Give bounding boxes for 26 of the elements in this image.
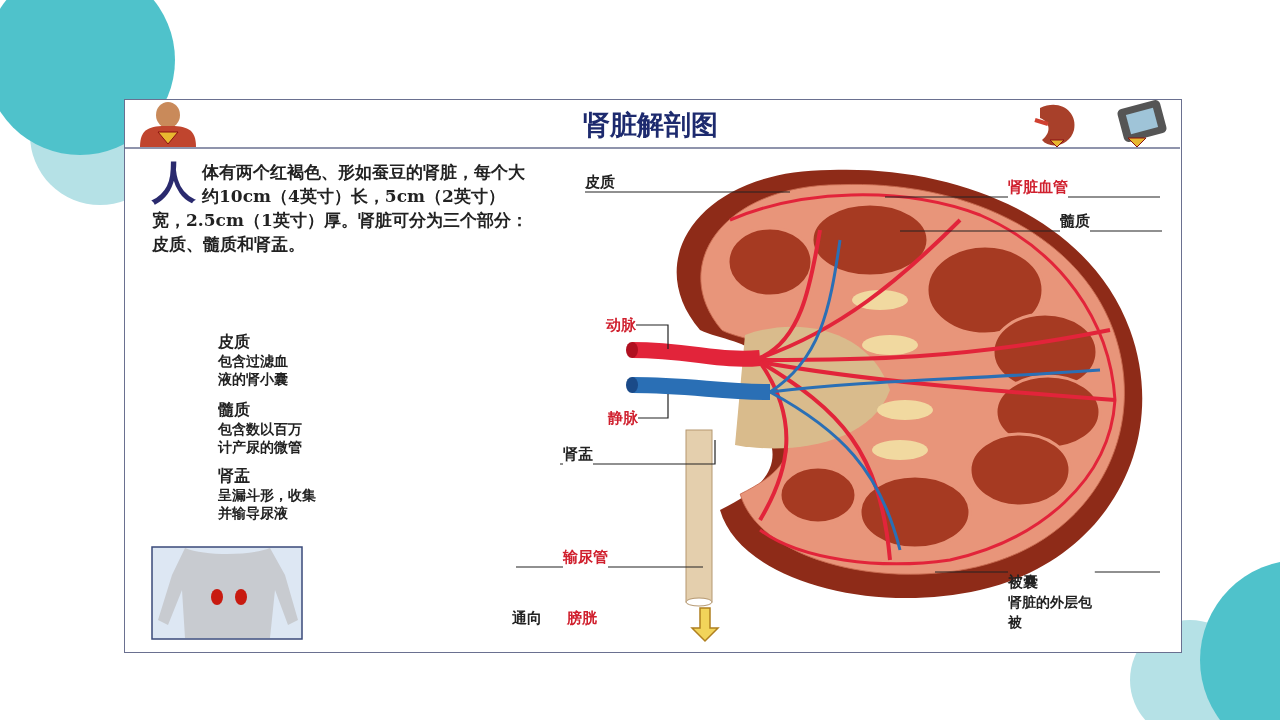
- description-paragraph: 人体有两个红褐色、形如蚕豆的肾脏，每个大约10cm（4英寸）长，5cm（2英寸）宽，2.5cm（1英寸）厚。肾脏可分为三个部分：皮质、髓质和肾盂。: [152, 160, 529, 256]
- leader-line: [635, 324, 669, 350]
- section-description: 包含数以百万计产尿的微管: [218, 420, 303, 456]
- leader-line: [934, 571, 1161, 573]
- part-label: 肾盂: [563, 444, 593, 464]
- flow-note: 膀胱: [567, 608, 597, 628]
- leader-line: [559, 439, 716, 465]
- part-label: 被囊: [1008, 572, 1039, 592]
- flow-note: 通向: [512, 608, 542, 628]
- section-description: 呈漏斗形，收集并输导尿液: [218, 486, 317, 522]
- part-label: 静脉: [608, 408, 638, 428]
- leader-line: [584, 191, 791, 193]
- part-label: 动脉: [606, 315, 636, 335]
- leader-line: [884, 196, 1161, 198]
- part-label: 输尿管: [563, 547, 608, 567]
- leader-line: [515, 566, 704, 568]
- diagram-title: 肾脏解剖图: [581, 108, 719, 142]
- section-heading: 髓质: [218, 400, 251, 420]
- part-description: 肾脏的外层包被: [1008, 593, 1093, 632]
- part-label: 肾脏血管: [1008, 177, 1068, 197]
- section-heading: 皮质: [218, 332, 251, 352]
- part-label: 皮质: [585, 172, 615, 192]
- part-label: 髓质: [1060, 211, 1090, 231]
- section-heading: 肾盂: [218, 466, 251, 486]
- leader-line: [637, 393, 669, 419]
- section-description: 包含过滤血液的肾小囊: [218, 352, 289, 388]
